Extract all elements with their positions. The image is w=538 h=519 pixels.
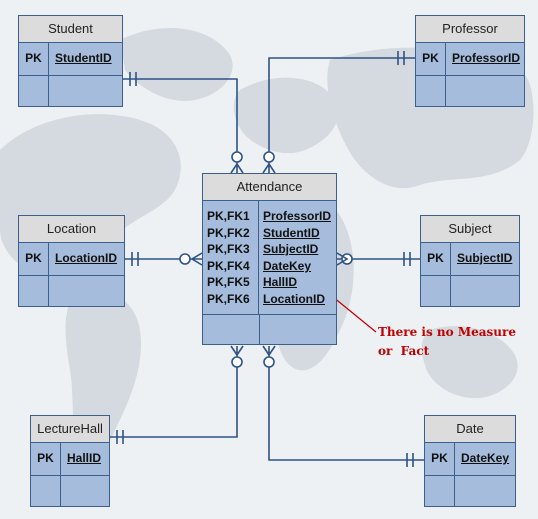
- pk-label: PK: [31, 443, 61, 475]
- entity-location[interactable]: Location PK LocationID: [18, 215, 125, 307]
- annotation-line-1: There is no Measure: [378, 325, 516, 339]
- field-name: LocationID: [263, 291, 325, 306]
- entity-date[interactable]: Date PK DateKey: [424, 415, 516, 507]
- field-column: ProfessorID StudentID SubjectID DateKey …: [259, 201, 336, 314]
- empty-key-cell: [203, 315, 260, 344]
- pk-field: ProfessorID: [452, 51, 521, 65]
- entity-professor[interactable]: Professor PK ProfessorID: [415, 15, 525, 107]
- entity-title: Professor: [416, 16, 524, 43]
- entity-student[interactable]: Student PK StudentID: [18, 15, 123, 107]
- key-label: PK,FK3: [207, 242, 250, 257]
- key-label: PK,FK1: [207, 209, 250, 223]
- pk-field: HallID: [67, 451, 102, 465]
- field-name: ProfessorID: [263, 209, 332, 223]
- empty-field-cell: [49, 276, 124, 306]
- entity-title: Student: [19, 16, 122, 43]
- key-label: PK,FK2: [207, 225, 250, 240]
- pk-field: StudentID: [55, 51, 112, 65]
- pk-field: DateKey: [461, 451, 510, 465]
- field-name: DateKey: [263, 258, 312, 273]
- entity-title: Subject: [421, 216, 519, 243]
- pk-label: PK: [19, 243, 49, 275]
- entity-title: Location: [19, 216, 124, 243]
- key-label: PK,FK4: [207, 258, 250, 273]
- entity-title: Attendance: [203, 174, 336, 201]
- key-label: PK,FK5: [207, 275, 250, 290]
- empty-key-cell: [19, 76, 49, 106]
- entity-subject[interactable]: Subject PK SubjectID: [420, 215, 520, 307]
- empty-field-cell: [455, 476, 515, 506]
- pk-label: PK: [19, 43, 49, 75]
- entity-attendance[interactable]: Attendance PK,FK1 PK,FK2 PK,FK3 PK,FK4 P…: [202, 173, 337, 345]
- field-name: SubjectID: [263, 242, 319, 257]
- field-name: StudentID: [263, 225, 320, 240]
- field-name: HallID: [263, 275, 298, 290]
- annotation-note: There is no Measure or Fact: [378, 323, 516, 361]
- empty-key-cell: [425, 476, 455, 506]
- empty-key-cell: [31, 476, 61, 506]
- entity-title: Date: [425, 416, 515, 443]
- pk-label: PK: [416, 43, 446, 75]
- pk-label: PK: [425, 443, 455, 475]
- empty-field-cell: [451, 276, 519, 306]
- pk-field: LocationID: [55, 251, 117, 265]
- empty-key-cell: [416, 76, 446, 106]
- empty-key-cell: [19, 276, 49, 306]
- empty-key-cell: [421, 276, 451, 306]
- entity-title: LectureHall: [31, 416, 109, 443]
- entity-lecturehall[interactable]: LectureHall PK HallID: [30, 415, 110, 507]
- key-column: PK,FK1 PK,FK2 PK,FK3 PK,FK4 PK,FK5 PK,FK…: [203, 201, 259, 314]
- pk-label: PK: [421, 243, 451, 275]
- key-label: PK,FK6: [207, 291, 250, 306]
- empty-field-cell: [49, 76, 122, 106]
- empty-field-cell: [446, 76, 524, 106]
- pk-field: SubjectID: [457, 251, 513, 265]
- empty-field-cell: [61, 476, 109, 506]
- annotation-line-2: or Fact: [378, 344, 430, 358]
